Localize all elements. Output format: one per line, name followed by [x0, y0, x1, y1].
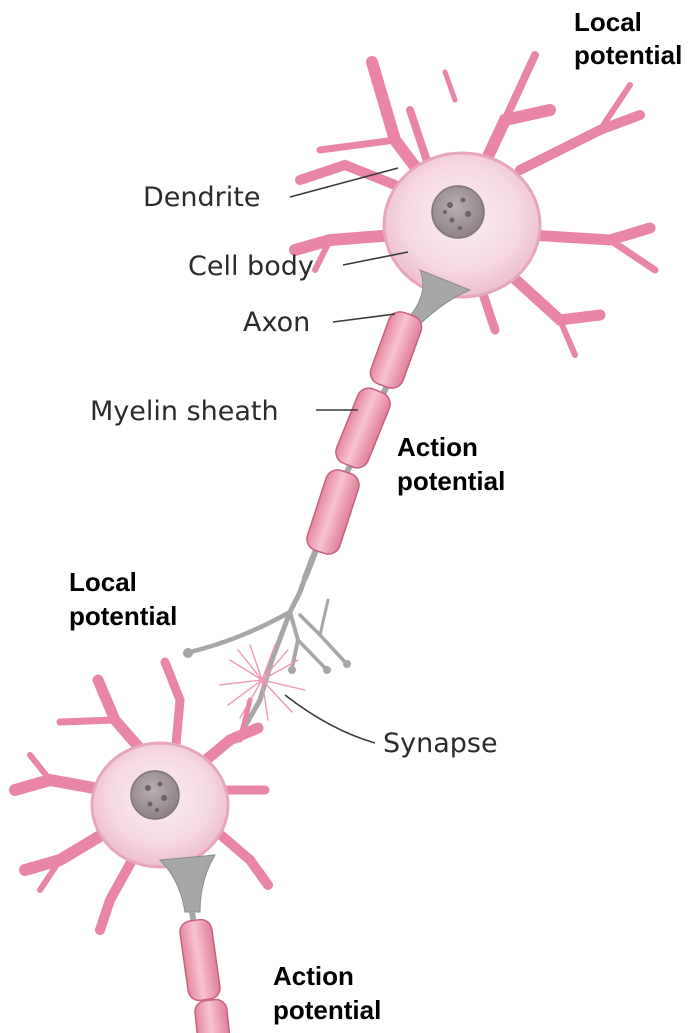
annotation-local-potential-left: Local potential	[69, 567, 177, 631]
bottom-axon-hillock	[160, 855, 215, 912]
annotation-action-potential-mid: Action potential	[397, 432, 505, 496]
label-dendrite: Dendrite	[143, 182, 260, 213]
bottom-neuron	[15, 662, 268, 1033]
myelin-segment	[304, 467, 362, 557]
myelin-segment	[179, 918, 222, 1002]
myelin-segment	[367, 308, 425, 391]
synapse-spark	[220, 645, 305, 720]
label-synapse: Synapse	[383, 728, 498, 759]
top-nucleus	[432, 186, 484, 238]
bottom-nucleus	[131, 771, 179, 819]
annotation-action-potential-bottom: Action potential	[273, 961, 381, 1025]
label-cell-body: Cell body	[188, 251, 314, 282]
label-myelin-sheath: Myelin sheath	[90, 396, 279, 427]
annotation-local-potential-top: Local potential	[574, 7, 682, 70]
top-neuron	[295, 55, 655, 355]
myelin-segment	[194, 998, 232, 1033]
label-axon: Axon	[243, 307, 310, 338]
myelin-segment	[332, 385, 393, 472]
